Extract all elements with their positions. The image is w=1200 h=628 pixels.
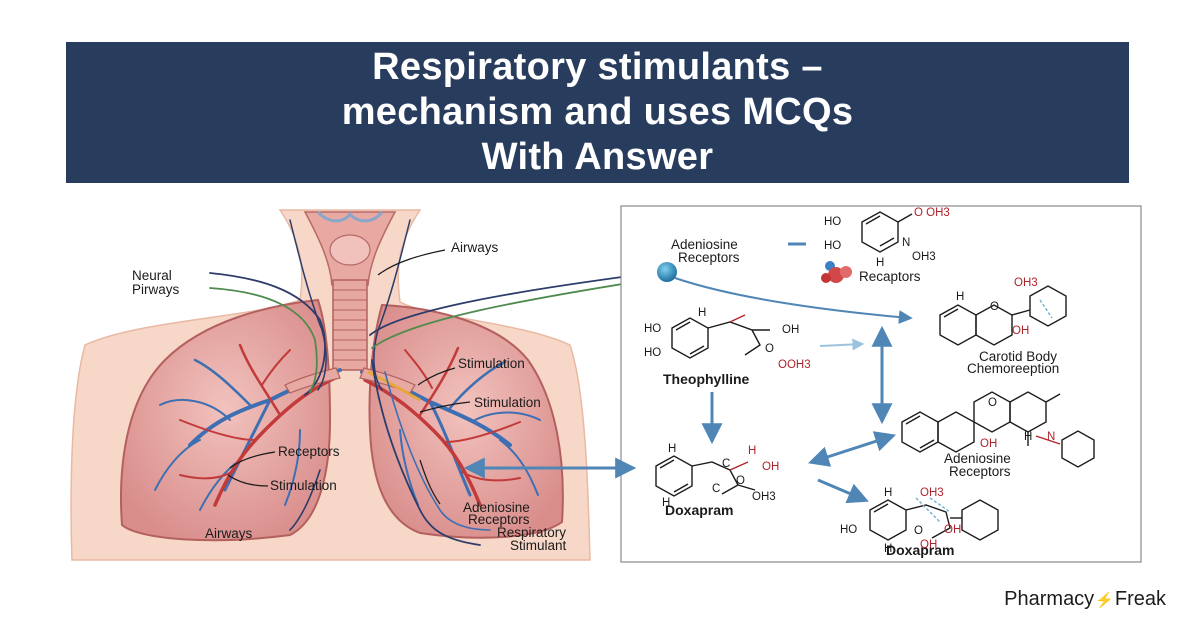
label-receptors-mid: Receptors	[949, 464, 1011, 479]
chem-h-dox1-red: H	[748, 445, 756, 457]
chem-oh-dox1: OH	[762, 461, 779, 473]
chem-ho-theo-1: HO	[644, 323, 661, 335]
chem-oh3-dox1: OH3	[752, 491, 776, 503]
panel-arrows	[463, 325, 896, 504]
signal-node	[657, 262, 677, 282]
title-line-3: With Answer	[481, 136, 714, 178]
label-carotid: Carotid Body	[979, 349, 1057, 364]
chem-oh3-dox2: OH3	[920, 487, 944, 499]
label-doxapram-1: Doxapram	[665, 502, 733, 518]
molecule-doxapram-2-text: OH3 H HO OH O OH H	[840, 487, 961, 555]
label-receptors: Receptors	[278, 444, 340, 459]
chem-n-top: N	[902, 237, 910, 249]
chem-oh-dox2: OH	[944, 524, 961, 536]
chem-o-oh3-top: O OH3	[914, 207, 950, 219]
chem-ooh3-theo: OOH3	[778, 359, 811, 371]
label-doxapram-2: Doxapram	[886, 542, 954, 558]
chem-o-theo: O	[765, 343, 774, 355]
chem-h-dox2: H	[884, 487, 892, 499]
chem-h-car: H	[956, 291, 964, 303]
label-pirways: Pirways	[132, 282, 180, 297]
molecule-carotid-text: OH3 O OH H	[956, 277, 1038, 337]
page-title: Respiratory stimulants – mechanism and u…	[342, 45, 854, 180]
chem-oh3-top: OH3	[912, 251, 936, 263]
molecule-top	[861, 211, 913, 253]
label-recaptors: Recaptors	[859, 269, 921, 284]
chem-h-mid: H	[1024, 431, 1032, 443]
title-banner: Respiratory stimulants – mechanism and u…	[66, 42, 1129, 183]
node-to-carotid	[674, 277, 913, 325]
label-receptors-top: Receptors	[678, 250, 740, 265]
title-line-2: mechanism and uses MCQs	[341, 91, 854, 133]
chem-ho-b: HO	[824, 240, 841, 252]
molecule-adeniosine	[901, 391, 1095, 468]
chem-o-mid: O	[988, 397, 997, 409]
pharmacyfreak-logo: Pharmacy ⚡ Freak	[1004, 588, 1166, 611]
molecule-doxapram-1-text: H C H OH C O OH3 H	[662, 443, 779, 509]
chem-oh3-car: OH3	[1014, 277, 1038, 289]
chem-h-top: H	[876, 257, 884, 269]
label-respiratory: Respiratory	[497, 525, 566, 540]
lung-labels: Neural Pirways Airways Stimulation Stimu…	[132, 240, 567, 553]
label-chemoreception: Chemoreeption	[967, 361, 1059, 376]
chem-o-dox2: O	[914, 525, 923, 537]
label-adeniosine-lung: Adeniosine	[463, 500, 530, 515]
chem-ho-dox2: HO	[840, 524, 857, 536]
molecule-theophylline	[671, 314, 770, 359]
chem-h-dox1-b: H	[662, 497, 670, 509]
molecule-adeniosine-text: O OH H N	[980, 397, 1055, 450]
logo-mark-icon: ⚡	[1095, 592, 1114, 609]
label-stimulation-3: Stimulation	[270, 478, 337, 493]
chem-oh-dox2b: OH	[920, 539, 937, 551]
molecule-carotid	[939, 285, 1067, 346]
label-adeniosine-mid: Adeniosine	[944, 451, 1011, 466]
chem-o-car: O	[990, 301, 999, 313]
neural-pathways	[209, 219, 661, 546]
label-airways-bottom: Airways	[205, 526, 253, 541]
chem-oh-car: OH	[1012, 325, 1029, 337]
label-stimulation-1: Stimulation	[458, 356, 525, 371]
label-receptors-lung: Receptors	[468, 512, 530, 527]
label-airways-top: Airways	[451, 240, 499, 255]
title-line-1: Respiratory stimulants –	[372, 46, 823, 88]
molecule-doxapram-1	[655, 455, 756, 497]
trachea	[332, 279, 368, 371]
recaptor-molecule	[821, 261, 852, 283]
logo-text-freak: Freak	[1114, 588, 1166, 610]
molecule-top-text: HO HO O OH3 N OH3 H	[824, 207, 950, 269]
chem-h-dox1: H	[668, 443, 676, 455]
molecule-doxapram-2	[869, 497, 999, 541]
label-leaders	[227, 249, 471, 505]
chem-n-mid: N	[1047, 431, 1055, 443]
chem-ho-a: HO	[824, 216, 841, 228]
label-adeniosine-top: Adeniosine	[671, 237, 738, 252]
chem-c-dox1b: C	[712, 483, 720, 495]
chem-o-dox1: O	[736, 475, 745, 487]
chem-oh-theo: OH	[782, 324, 799, 336]
molecule-theophylline-text: HO HO H OH O OOH3	[644, 307, 811, 371]
logo-text-pharmacy: Pharmacy	[1004, 588, 1095, 610]
chem-h-dox2b: H	[884, 543, 892, 555]
panel-labels: Adeniosine Receptors Recaptors Theophyll…	[663, 237, 1059, 558]
label-theophylline: Theophylline	[663, 371, 750, 387]
chem-ho-theo-2: HO	[644, 347, 661, 359]
larynx	[303, 210, 397, 286]
label-neural: Neural	[132, 268, 172, 283]
label-stimulation-2: Stimulation	[474, 395, 541, 410]
chem-oh-mid: OH	[980, 438, 997, 450]
label-stimulant: Stimulant	[510, 538, 567, 553]
chem-c-dox1: C	[722, 458, 730, 470]
chem-h-theo: H	[698, 307, 706, 319]
